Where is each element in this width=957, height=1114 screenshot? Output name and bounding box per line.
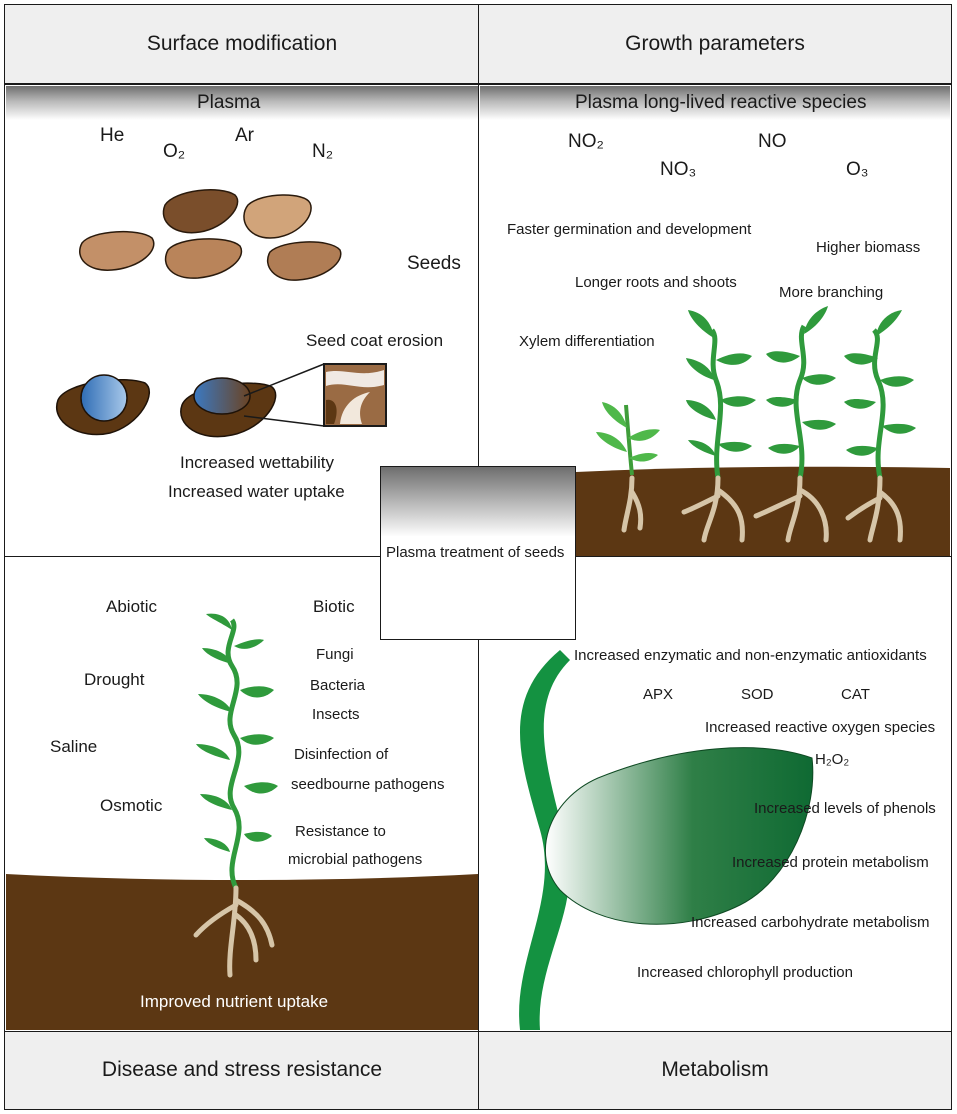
disinfection-line-1: Disinfection of bbox=[294, 746, 389, 763]
roots-top-right bbox=[621, 475, 903, 543]
plasma-banner bbox=[6, 86, 478, 120]
wettability-illustration bbox=[55, 363, 387, 438]
effect-more-branching: More branching bbox=[779, 284, 884, 301]
spread-droplet bbox=[193, 377, 251, 415]
header-metabolism: Metabolism bbox=[478, 1030, 952, 1110]
metabolism-leaf bbox=[544, 747, 814, 925]
effect-protein: Increased protein metabolism bbox=[732, 854, 929, 871]
effect-water-uptake: Increased water uptake bbox=[168, 482, 345, 501]
biotic-fungi: Fungi bbox=[316, 646, 354, 663]
header-disease-stress: Disease and stress resistance bbox=[4, 1030, 480, 1110]
zoom-line bbox=[243, 415, 325, 427]
reactive-species-banner-label: Plasma long-lived reactive species bbox=[575, 92, 867, 113]
h2o2-label: H₂O₂ bbox=[815, 751, 850, 768]
seed bbox=[164, 238, 243, 279]
effect-phenols: Increased levels of phenols bbox=[754, 800, 936, 817]
roots-bottom-left bbox=[193, 885, 275, 978]
effect-wettability: Increased wettability bbox=[180, 453, 335, 472]
gas-ar: Ar bbox=[235, 125, 254, 146]
biotic-title: Biotic bbox=[313, 597, 355, 616]
resistance-line-2: microbial pathogens bbox=[288, 851, 423, 868]
abiotic-saline: Saline bbox=[50, 737, 98, 756]
biotic-insects: Insects bbox=[312, 706, 360, 723]
effect-chlorophyll: Increased chlorophyll production bbox=[637, 964, 853, 981]
seed-group bbox=[79, 189, 342, 281]
effect-higher-biomass: Higher biomass bbox=[816, 239, 921, 256]
species-no3: NO₃ bbox=[660, 159, 697, 180]
seed bbox=[243, 194, 312, 239]
gas-he: He bbox=[100, 125, 125, 146]
zoom-line bbox=[243, 363, 325, 397]
seeds-label: Seeds bbox=[407, 253, 461, 274]
header-surface-modification: Surface modification bbox=[4, 4, 480, 84]
effect-xylem: Xylem differentiation bbox=[519, 333, 655, 350]
seed bbox=[79, 230, 155, 271]
species-no: NO bbox=[758, 131, 787, 152]
gas-n2: N₂ bbox=[312, 141, 334, 162]
antioxidants-label: Increased enzymatic and non-enzymatic an… bbox=[574, 647, 927, 664]
species-o3: O₃ bbox=[846, 159, 869, 180]
reactive-species-banner bbox=[480, 86, 950, 120]
plant-tall-1 bbox=[686, 310, 756, 479]
water-droplet bbox=[80, 374, 128, 422]
abiotic-osmotic: Osmotic bbox=[100, 796, 163, 815]
header-surface-modification-label: Surface modification bbox=[146, 32, 338, 55]
enzyme-apx: APX bbox=[643, 686, 674, 703]
enzyme-sod: SOD bbox=[741, 686, 774, 703]
seed bbox=[267, 241, 342, 281]
ros-label: Increased reactive oxygen species bbox=[705, 719, 936, 736]
header-metabolism-label: Metabolism bbox=[661, 1058, 769, 1081]
enzyme-cat: CAT bbox=[841, 686, 870, 703]
header-disease-stress-label: Disease and stress resistance bbox=[101, 1058, 383, 1081]
soil-bottom-left bbox=[6, 874, 478, 1030]
effect-longer-roots: Longer roots and shoots bbox=[575, 274, 737, 291]
plasma-banner-label: Plasma bbox=[197, 92, 261, 113]
biotic-bacteria: Bacteria bbox=[310, 677, 366, 694]
center-box-lower bbox=[380, 536, 576, 640]
erosion-label: Seed coat erosion bbox=[306, 331, 444, 350]
resistance-line-1: Resistance to bbox=[295, 823, 386, 840]
metabolism-stem bbox=[519, 650, 570, 1030]
effect-faster-germination: Faster germination and development bbox=[507, 221, 752, 238]
center-box-label: Plasma treatment of seeds bbox=[386, 544, 565, 561]
plant-tall-3 bbox=[844, 310, 916, 479]
species-no2: NO₂ bbox=[568, 131, 604, 152]
nutrient-uptake-label: Improved nutrient uptake bbox=[140, 992, 329, 1011]
plant-tall-2 bbox=[766, 306, 836, 479]
gas-o2: O₂ bbox=[163, 141, 186, 162]
vine-plant bbox=[196, 613, 278, 890]
header-growth-parameters: Growth parameters bbox=[478, 4, 952, 84]
center-box-gradient bbox=[381, 467, 575, 537]
effect-carbohydrate: Increased carbohydrate metabolism bbox=[691, 914, 930, 931]
seed bbox=[162, 189, 239, 234]
header-growth-parameters-label: Growth parameters bbox=[625, 32, 805, 55]
disinfection-line-2: seedbourne pathogens bbox=[291, 776, 445, 793]
plant-small bbox=[596, 402, 660, 476]
abiotic-drought: Drought bbox=[84, 670, 145, 689]
abiotic-title: Abiotic bbox=[106, 597, 158, 616]
